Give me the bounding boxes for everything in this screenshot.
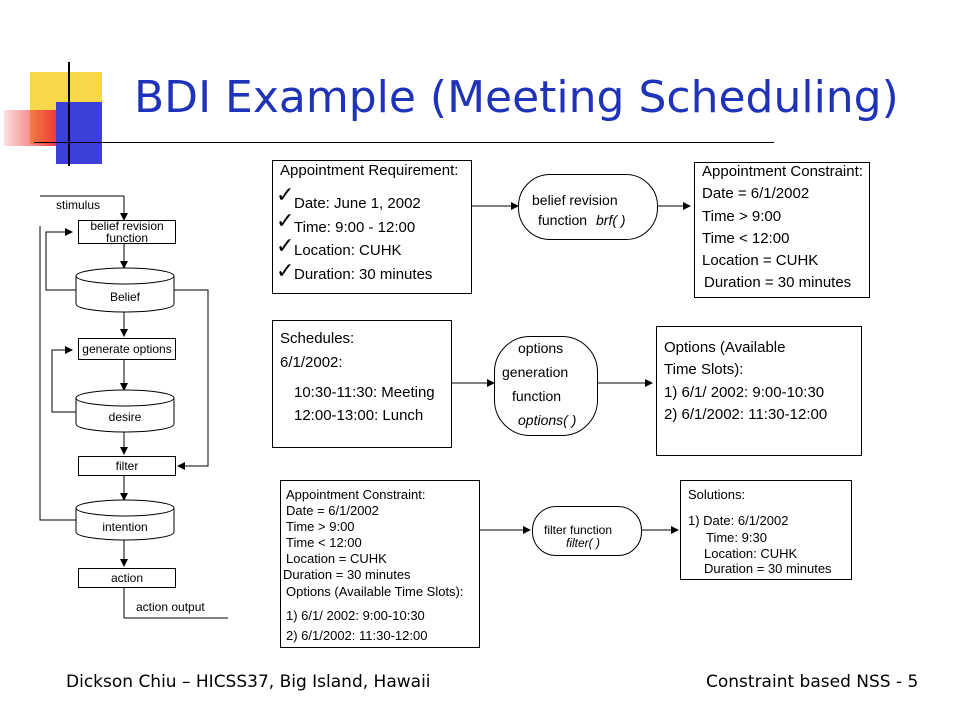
options-item: 2) 6/1/2002: 11:30-12:00 xyxy=(664,406,828,423)
options-item: 1) 6/1/ 2002: 9:00-10:30 xyxy=(664,384,825,401)
appointment-constraint-box xyxy=(694,162,870,298)
desire-label: desire xyxy=(108,410,142,424)
belief-cylinder xyxy=(75,267,175,313)
solutions-item: Location: CUHK xyxy=(704,546,798,561)
options-title: Time Slots): xyxy=(664,361,744,378)
belief-revision-function-node xyxy=(518,174,658,240)
brf-name: brf( ) xyxy=(596,212,626,228)
action-box: action xyxy=(78,568,176,588)
appointment-requirement-box xyxy=(272,160,472,294)
options-title: Options (Available xyxy=(664,339,786,356)
belief-label: Belief xyxy=(109,290,141,304)
requirement-item: Date: June 1, 2002 xyxy=(294,195,421,212)
constraint-item: Duration = 30 minutes xyxy=(704,274,852,291)
solutions-item: Duration = 30 minutes xyxy=(704,561,832,576)
schedules-date: 6/1/2002: xyxy=(280,354,343,371)
r3-options-item: 2) 6/1/2002: 11:30-12:00 xyxy=(286,628,428,643)
r3-constraint-title: Appointment Constraint: xyxy=(286,487,426,502)
deco-horizontal-line xyxy=(34,142,774,143)
check-icon: ✓ xyxy=(276,258,295,283)
requirement-item: Location: CUHK xyxy=(294,242,402,259)
brf-line2: function xyxy=(538,212,588,228)
filter-label: filter xyxy=(115,459,139,473)
deco-vertical-line xyxy=(68,62,70,166)
deco-red-square xyxy=(4,110,56,146)
ogf-line: function xyxy=(512,388,562,404)
schedule-item: 12:00-13:00: Lunch xyxy=(294,407,424,424)
footer-left: Dickson Chiu – HICSS37, Big Island, Hawa… xyxy=(66,672,431,692)
schedule-item: 10:30-11:30: Meeting xyxy=(294,384,435,401)
check-icon: ✓ xyxy=(276,233,295,258)
solutions-item: 1) Date: 6/1/2002 xyxy=(688,513,789,528)
page-title: BDI Example (Meeting Scheduling) xyxy=(134,72,899,123)
requirement-title: Appointment Requirement: xyxy=(280,162,459,179)
stimulus-label: stimulus xyxy=(56,198,101,212)
generate-options-label: generate options xyxy=(82,342,172,356)
constraint-item: Date = 6/1/2002 xyxy=(702,185,810,202)
footer-right: Constraint based NSS - 5 xyxy=(706,672,919,692)
constraint-item: Time < 12:00 xyxy=(702,230,790,247)
requirement-item: Duration: 30 minutes xyxy=(294,266,433,283)
schedules-box xyxy=(272,320,452,448)
check-icon: ✓ xyxy=(276,208,295,233)
intention-cylinder xyxy=(75,499,175,541)
constraint-item: Time > 9:00 xyxy=(702,208,782,225)
belief-revision-box: belief revision function xyxy=(78,220,176,244)
options-box xyxy=(656,326,862,456)
filter-function-node xyxy=(532,506,642,556)
filter-function-line: filter function xyxy=(544,523,613,537)
desire-cylinder xyxy=(75,389,175,433)
r3-constraint-item: Time > 9:00 xyxy=(286,519,355,534)
ogf-line: options xyxy=(518,340,564,356)
action-output-label: action output xyxy=(136,600,205,614)
generate-options-box: generate options xyxy=(78,338,176,360)
r3-options-title: Options (Available Time Slots): xyxy=(286,584,464,599)
intention-label: intention xyxy=(102,520,148,534)
solutions-title: Solutions: xyxy=(688,487,746,502)
ogf-name: options( ) xyxy=(518,412,577,428)
filter-box: filter xyxy=(78,456,176,476)
constraint-title: Appointment Constraint: xyxy=(702,163,863,180)
solutions-item: Time: 9:30 xyxy=(706,530,767,545)
r3-constraint-item: Time < 12:00 xyxy=(286,535,362,550)
r3-constraint-item: Location = CUHK xyxy=(286,551,387,566)
requirement-item: Time: 9:00 - 12:00 xyxy=(294,219,416,236)
brf-line1: belief revision xyxy=(532,192,618,208)
ogf-line: generation xyxy=(502,364,569,380)
r3-constraint-item: Date = 6/1/2002 xyxy=(286,503,379,518)
r3-options-item: 1) 6/1/ 2002: 9:00-10:30 xyxy=(286,608,425,623)
constraint-options-box xyxy=(280,480,480,648)
schedules-title: Schedules: xyxy=(280,330,355,347)
options-generation-function-node xyxy=(494,336,598,436)
check-icon: ✓ xyxy=(276,182,295,207)
r3-constraint-item: Duration = 30 minutes xyxy=(283,567,411,582)
action-label: action xyxy=(110,571,144,585)
belief-revision-label: belief revision function xyxy=(90,220,164,242)
constraint-item: Location = CUHK xyxy=(702,252,819,269)
deco-blue-square xyxy=(56,102,102,164)
solutions-box xyxy=(680,480,852,580)
filter-function-name: filter( ) xyxy=(566,536,600,550)
